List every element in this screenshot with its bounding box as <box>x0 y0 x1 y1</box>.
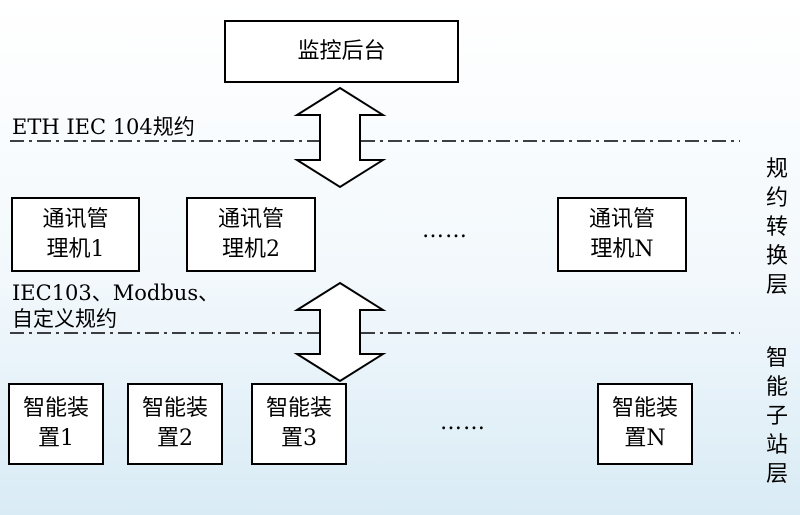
smart-device-3-label: 智能装 置3 <box>265 396 332 451</box>
comm-manager-1-label: 通讯管 理机1 <box>42 206 109 262</box>
monitoring-backend-label: 监控后台 <box>297 38 386 64</box>
smart-device-3: 智能装 置3 <box>251 383 347 465</box>
protocol-conversion-layer-label: 规 约 转 换 层 <box>765 157 788 298</box>
device-ellipsis: …… <box>440 410 486 435</box>
smart-device-2: 智能装 置2 <box>127 383 223 465</box>
upper-protocol-label: ETH IEC 104规约 <box>12 115 195 139</box>
smart-device-2-label: 智能装 置2 <box>141 396 208 451</box>
smart-substation-layer-label: 智 能 子 站 层 <box>765 346 788 487</box>
smart-device-n-label: 智能装 置N <box>611 396 678 451</box>
comm-manager-1: 通讯管 理机1 <box>11 197 140 272</box>
comm-manager-n-label: 通讯管 理机N <box>588 206 655 262</box>
smart-device-1: 智能装 置1 <box>8 383 104 465</box>
comm-manager-2: 通讯管 理机2 <box>186 197 316 272</box>
monitoring-backend-box: 监控后台 <box>224 20 459 83</box>
comm-manager-2-label: 通讯管 理机2 <box>217 206 284 262</box>
upper-double-arrow <box>293 86 387 189</box>
comm-manager-n: 通讯管 理机N <box>557 197 687 272</box>
smart-device-1-label: 智能装 置1 <box>22 396 89 451</box>
manager-ellipsis: …… <box>422 218 468 243</box>
smart-device-n: 智能装 置N <box>597 383 693 465</box>
lower-protocol-label: IEC103、Modbus、 自定义规约 <box>12 281 220 331</box>
lower-double-arrow <box>293 281 387 383</box>
